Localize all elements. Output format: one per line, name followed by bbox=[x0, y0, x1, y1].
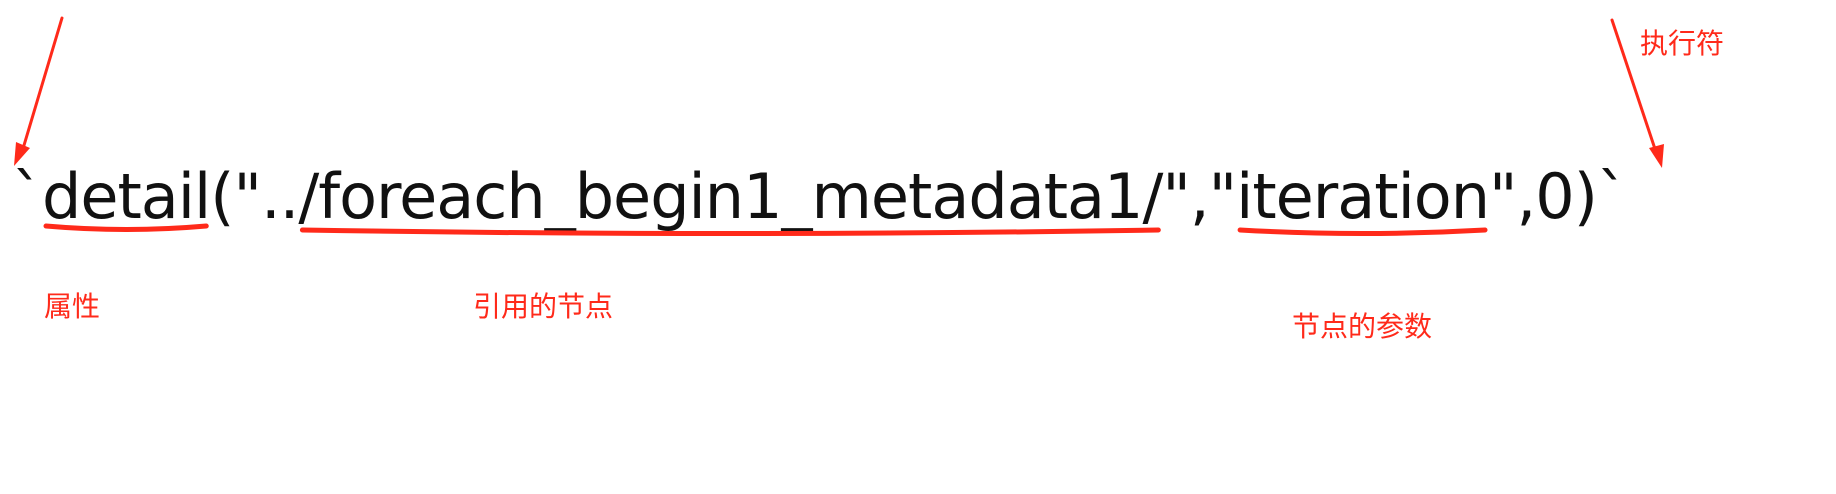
expression-line: `detail("../foreach_begin1_metadata1/","… bbox=[12, 160, 1628, 233]
backtick-open: ` bbox=[12, 160, 43, 233]
node-ref-underline bbox=[299, 227, 1161, 236]
referenced-node-label: 引用的节点 bbox=[473, 290, 614, 323]
mid-quote-segment: "," bbox=[1162, 160, 1237, 233]
left-arrow bbox=[14, 16, 64, 166]
node-ref-segment: /foreach_begin1_metadata1/ bbox=[298, 160, 1163, 233]
attribute-segment: detail bbox=[42, 160, 211, 233]
attribute-underline bbox=[43, 223, 209, 232]
right-arrow bbox=[1610, 18, 1664, 168]
executor-label: 执行符 bbox=[1640, 27, 1725, 60]
node-parameter-label: 节点的参数 bbox=[1292, 310, 1433, 343]
backtick-close: ` bbox=[1596, 160, 1628, 233]
attribute-label: 属性 bbox=[44, 290, 101, 323]
param-underline bbox=[1237, 227, 1488, 236]
close-segment: ",0) bbox=[1489, 160, 1598, 233]
param-segment: iteration bbox=[1236, 160, 1490, 233]
open-quote-segment: (".. bbox=[210, 160, 299, 233]
